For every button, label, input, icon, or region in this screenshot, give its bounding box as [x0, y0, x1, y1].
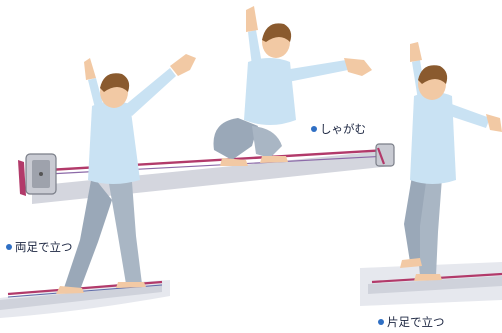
caption-squat: しゃがむ [311, 121, 366, 137]
figure-stand-one [400, 42, 502, 281]
caption-stand-both-text: 両足で立つ [15, 239, 73, 255]
bullet-icon [6, 244, 12, 250]
bullet-icon [378, 319, 384, 325]
caption-stand-one: 片足で立つ [378, 314, 445, 330]
ratchet-right [376, 144, 394, 166]
bullet-icon [311, 126, 317, 132]
slackline-middle [18, 144, 394, 204]
caption-stand-both: 両足で立つ [6, 239, 73, 255]
caption-squat-text: しゃがむ [320, 121, 366, 137]
caption-stand-one-text: 片足で立つ [387, 314, 445, 330]
ratchet-left [18, 154, 56, 196]
figure-squat [214, 6, 373, 166]
